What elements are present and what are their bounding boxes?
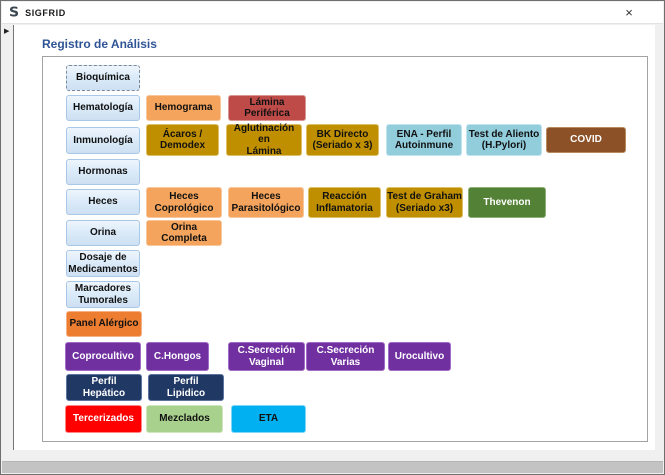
button-hormonas[interactable]: Hormonas [66,159,140,185]
button-c-hongos[interactable]: C.Hongos [146,342,209,371]
button-heces-parasitologico[interactable]: Heces Parasitológico [228,187,304,218]
collapse-arrow-icon[interactable]: ▶ [4,28,10,35]
button-c-secrecion-varias[interactable]: C.Secreción Varias [306,342,385,371]
title-bar: S SIGFRID × [2,2,663,24]
button-ena-autoinmune[interactable]: ENA - Perfil Autoinmune [386,124,462,156]
app-logo-icon: S [9,5,19,20]
button-perfil-hepatico[interactable]: Perfil Hepático [66,374,142,401]
main-panel: Registro de Análisis Bioquímica Hematolo… [13,25,655,450]
button-perfil-lipidico[interactable]: Perfil Lipidico [148,374,224,401]
button-hemograma[interactable]: Hemograma [146,95,221,121]
button-dosaje-medicamentos[interactable]: Dosaje de Medicamentos [66,250,140,277]
button-orina[interactable]: Orina [66,220,140,246]
button-heces[interactable]: Heces [66,189,140,215]
button-lamina-periferica[interactable]: Lámina Periférica [228,95,306,121]
button-covid[interactable]: COVID [546,127,626,153]
page-title: Registro de Análisis [42,37,157,51]
analysis-group-box: Bioquímica Hematología Hemograma Lámina … [42,56,648,442]
button-orina-completa[interactable]: Orina Completa [146,220,222,246]
button-eta[interactable]: ETA [231,405,306,433]
button-tercerizados[interactable]: Tercerizados [65,405,142,433]
button-inmunologia[interactable]: Inmunología [66,127,140,154]
button-marcadores-tumorales[interactable]: Marcadores Tumorales [66,281,140,308]
button-panel-alergico[interactable]: Panel Alérgico [66,311,142,337]
button-coprocultivo[interactable]: Coprocultivo [65,342,141,371]
button-test-graham[interactable]: Test de Graham (Seriado x3) [386,187,463,218]
close-icon[interactable]: × [625,5,633,20]
button-bk-directo[interactable]: BK Directo (Seriado x 3) [306,124,379,156]
button-c-secrecion-vaginal[interactable]: C.Secreción Vaginal [228,342,305,371]
button-hematologia[interactable]: Hematología [66,95,140,121]
button-reaccion-inflamatoria[interactable]: Reacción Inflamatoria [308,187,381,218]
button-bioquimica[interactable]: Bioquímica [66,65,140,91]
button-heces-coprologico[interactable]: Heces Coprológico [146,187,222,218]
button-mezclados[interactable]: Mezclados [146,405,223,433]
window-title: SIGFRID [25,8,66,18]
button-aglutinacion-lamina[interactable]: Aglutinación en Lámina [226,123,302,157]
button-thevenon[interactable]: Thevenon [468,187,546,218]
status-bar [2,461,663,473]
button-test-aliento[interactable]: Test de Aliento (H.Pylori) [466,124,542,156]
button-urocultivo[interactable]: Urocultivo [388,342,451,371]
button-acaros-demodex[interactable]: Ácaros / Demodex [146,124,219,156]
